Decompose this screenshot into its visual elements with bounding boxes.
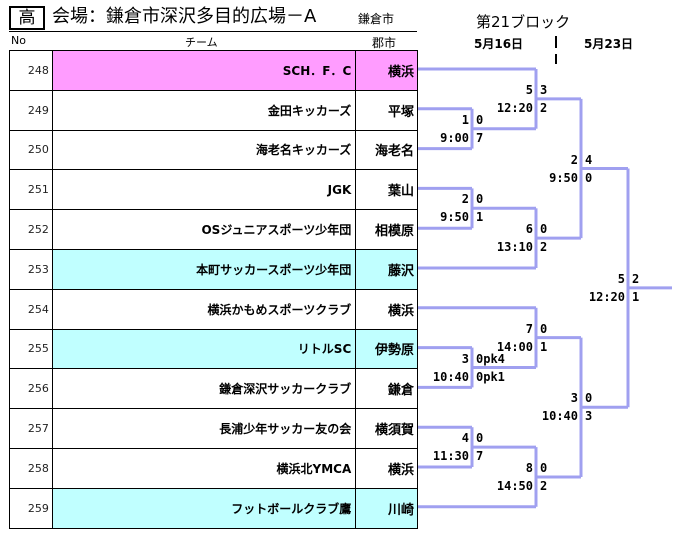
team-number: 259 — [9, 487, 53, 529]
score-bottom: 3 — [585, 409, 593, 424]
date-separator — [555, 36, 557, 48]
match-time: 10:40 — [541, 409, 578, 424]
team-name: OSジュニアスポーツ少年団 — [51, 209, 357, 250]
match-number: 2 — [570, 152, 578, 167]
team-number: 255 — [9, 328, 53, 370]
team-city: 川崎 — [355, 487, 418, 529]
date-round1: 5月16日 — [474, 37, 524, 51]
column-header-team: チーム — [185, 36, 218, 49]
team-name: リトルSC — [51, 328, 357, 370]
score-bottom: 0pk1 — [476, 369, 505, 384]
match-number: 3 — [570, 391, 578, 406]
score-bottom: 0 — [585, 170, 593, 185]
team-name: 横浜かもめスポーツクラブ — [51, 288, 357, 330]
team-city: 葉山 — [355, 169, 418, 211]
team-name: SCH．F．C — [51, 50, 357, 91]
match-time: 12:20 — [588, 289, 625, 304]
score-top: 3 — [540, 82, 548, 97]
team-name: 長浦少年サッカー友の会 — [51, 408, 357, 449]
team-city: 藤沢 — [355, 248, 418, 290]
team-number: 258 — [9, 447, 53, 489]
team-city: 平塚 — [355, 89, 418, 131]
team-name: 海老名キッカーズ — [51, 129, 357, 171]
score-bottom: 1 — [476, 210, 484, 225]
match-time: 13:10 — [496, 240, 533, 255]
score-bottom: 7 — [476, 449, 484, 464]
team-number: 257 — [9, 408, 53, 449]
score-bottom: 2 — [540, 100, 548, 115]
score-top: 2 — [632, 271, 640, 286]
date-round2: 5月23日 — [584, 37, 634, 51]
grade-badge: 高 — [9, 6, 45, 30]
score-top: 0 — [540, 222, 548, 237]
venue-title: 会場：鎌倉市深沢多目的広場－A — [52, 6, 317, 27]
team-number: 249 — [9, 89, 53, 131]
match-number: 3 — [461, 351, 469, 366]
team-number: 253 — [9, 248, 53, 290]
date-separator — [555, 54, 557, 64]
score-top: 0 — [476, 112, 484, 127]
match-time: 9:00 — [440, 130, 469, 145]
score-bottom: 7 — [476, 130, 484, 145]
match-time: 12:20 — [496, 100, 533, 115]
team-city: 横浜 — [355, 447, 418, 489]
match-time: 10:40 — [432, 369, 469, 384]
team-city: 海老名 — [355, 129, 418, 171]
team-city: 横浜 — [355, 288, 418, 330]
team-city: 横浜 — [355, 50, 418, 91]
score-top: 0 — [585, 391, 593, 406]
match-number: 5 — [525, 82, 533, 97]
match-number: 6 — [525, 222, 533, 237]
match-number: 5 — [617, 271, 625, 286]
match-time: 14:50 — [496, 478, 533, 493]
match-number: 7 — [525, 321, 533, 336]
match-time: 9:50 — [440, 210, 469, 225]
match-time: 9:50 — [549, 170, 578, 185]
venue-city: 鎌倉市 — [358, 12, 395, 26]
score-top: 0pk4 — [476, 351, 505, 366]
score-bottom: 1 — [632, 289, 640, 304]
score-top: 0 — [540, 321, 548, 336]
score-top: 0 — [476, 192, 484, 207]
score-bottom: 1 — [540, 339, 548, 354]
title-underline — [9, 31, 417, 32]
match-number: 4 — [461, 431, 469, 446]
score-bottom: 2 — [540, 478, 548, 493]
match-number: 2 — [461, 192, 469, 207]
match-time: 14:00 — [496, 339, 533, 354]
block-title: 第21ブロック — [476, 13, 571, 31]
column-header-city: 郡市 — [372, 36, 397, 50]
score-top: 4 — [585, 152, 593, 167]
team-name: フットボールクラブ鷹 — [51, 487, 357, 529]
score-top: 0 — [476, 431, 484, 446]
team-number: 251 — [9, 169, 53, 211]
match-number: 8 — [525, 460, 533, 475]
column-header-no: No — [11, 34, 26, 47]
match-time: 11:30 — [432, 449, 469, 464]
score-top: 0 — [540, 460, 548, 475]
team-city: 横須賀 — [355, 408, 418, 449]
score-bottom: 2 — [540, 240, 548, 255]
match-number: 1 — [461, 112, 469, 127]
